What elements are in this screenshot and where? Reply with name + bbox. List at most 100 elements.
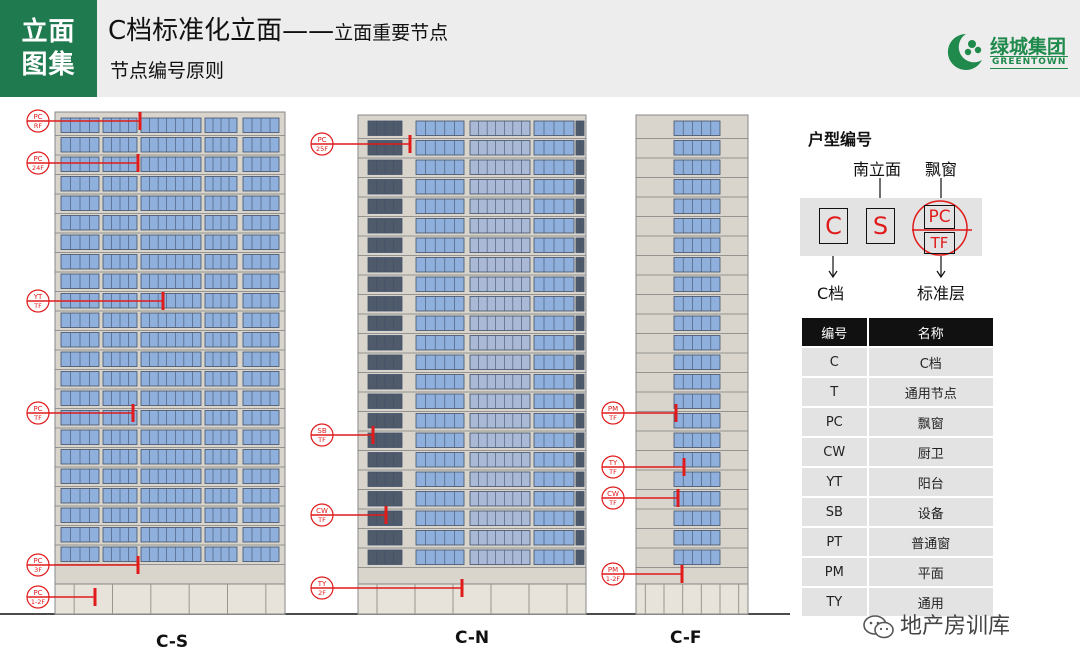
tag-cf-0-code: PM (608, 405, 618, 413)
window (469, 159, 531, 175)
window (673, 120, 721, 136)
window (673, 315, 721, 331)
elevation-cn-label: C-N (455, 628, 490, 648)
window (673, 179, 721, 195)
tag-cf-3-code: PM (608, 566, 618, 574)
table-cell-name: 阳台 (868, 468, 993, 496)
elevation-cf-label: C-F (670, 628, 702, 648)
tag-cs-5-code: PC (33, 589, 42, 597)
tag-cs-3-code: PC (33, 405, 42, 413)
tag-cf-1-code: TY (608, 459, 618, 467)
window (415, 198, 465, 214)
wechat-icon (863, 615, 894, 639)
window (140, 351, 202, 367)
window (469, 218, 531, 234)
tag-cs-4-code: PC (33, 557, 42, 565)
legend-title: 户型编号 (808, 130, 873, 149)
window (469, 432, 531, 448)
window (140, 371, 202, 387)
window (673, 335, 721, 351)
table-cell-code: PT (802, 528, 867, 556)
table-cell-name: 飘窗 (868, 408, 993, 436)
window (140, 449, 202, 465)
window (469, 452, 531, 468)
table-cell-code: PM (802, 558, 867, 586)
window (673, 549, 721, 565)
table-cell-code: C (802, 348, 867, 376)
table-cell-code: YT (802, 468, 867, 496)
window (673, 218, 721, 234)
tag-cs-0-floor: RF (34, 122, 43, 130)
table-cell-code: T (802, 378, 867, 406)
legend-label-bay: 飘窗 (925, 160, 958, 179)
tag-cs-2-floor: TF (33, 302, 42, 310)
window (469, 374, 531, 390)
code-table-header-row: 编号 名称 (802, 318, 993, 346)
window (673, 276, 721, 292)
tag-cn-1-code: SB (317, 427, 326, 435)
window (140, 215, 202, 231)
window (469, 120, 531, 136)
table-cell-code: TY (802, 588, 867, 616)
table-cell-code: CW (802, 438, 867, 466)
page-subtitle: 节点编号原则 (110, 60, 225, 82)
window (469, 549, 531, 565)
window (140, 137, 202, 153)
table-cell-name: 通用 (868, 588, 993, 616)
window (415, 374, 465, 390)
window (415, 218, 465, 234)
elevation-cn-podium (357, 583, 587, 615)
page-title: C档标准化立面——立面重要节点 (108, 10, 448, 47)
window (673, 452, 721, 468)
window (415, 159, 465, 175)
window (140, 410, 202, 426)
window (415, 315, 465, 331)
window (673, 296, 721, 312)
tag-cs-1-floor: 24F (32, 164, 44, 172)
table-cell-code: PC (802, 408, 867, 436)
window (140, 332, 202, 348)
table-cell-name: 厨卫 (868, 438, 993, 466)
window (415, 530, 465, 546)
window (469, 413, 531, 429)
page-title-main: C档标准化立面—— (108, 16, 335, 46)
code-box-tf: TF (924, 232, 955, 254)
table-cell-name: C档 (868, 348, 993, 376)
window (140, 176, 202, 192)
table-cell-name: 设备 (868, 498, 993, 526)
code-diagram-panel (800, 198, 982, 256)
window (469, 471, 531, 487)
window (140, 429, 202, 445)
window (469, 140, 531, 156)
legend-label-south: 南立面 (853, 160, 902, 179)
window (415, 237, 465, 253)
window (673, 432, 721, 448)
window (415, 491, 465, 507)
table-cell-name: 平面 (868, 558, 993, 586)
window (415, 257, 465, 273)
tag-cs-5-floor: 1-2F (31, 598, 46, 606)
logo-name: 绿城集团 (990, 36, 1067, 58)
window (673, 354, 721, 370)
watermark: 地产房训库 (862, 608, 1010, 640)
window (673, 159, 721, 175)
window (673, 530, 721, 546)
tag-cf-0-floor: TF (608, 414, 617, 422)
window (469, 491, 531, 507)
window (469, 237, 531, 253)
window (415, 179, 465, 195)
window (140, 468, 202, 484)
tag-cs-0-code: PC (33, 113, 42, 121)
window (415, 452, 465, 468)
window (469, 179, 531, 195)
window (415, 432, 465, 448)
window (140, 195, 202, 211)
window (673, 510, 721, 526)
tag-cf-1-floor: TF (608, 468, 617, 476)
window (140, 273, 202, 289)
watermark-text: 地产房训库 (900, 614, 1011, 639)
section-tag-line1: 立面 (21, 16, 76, 47)
